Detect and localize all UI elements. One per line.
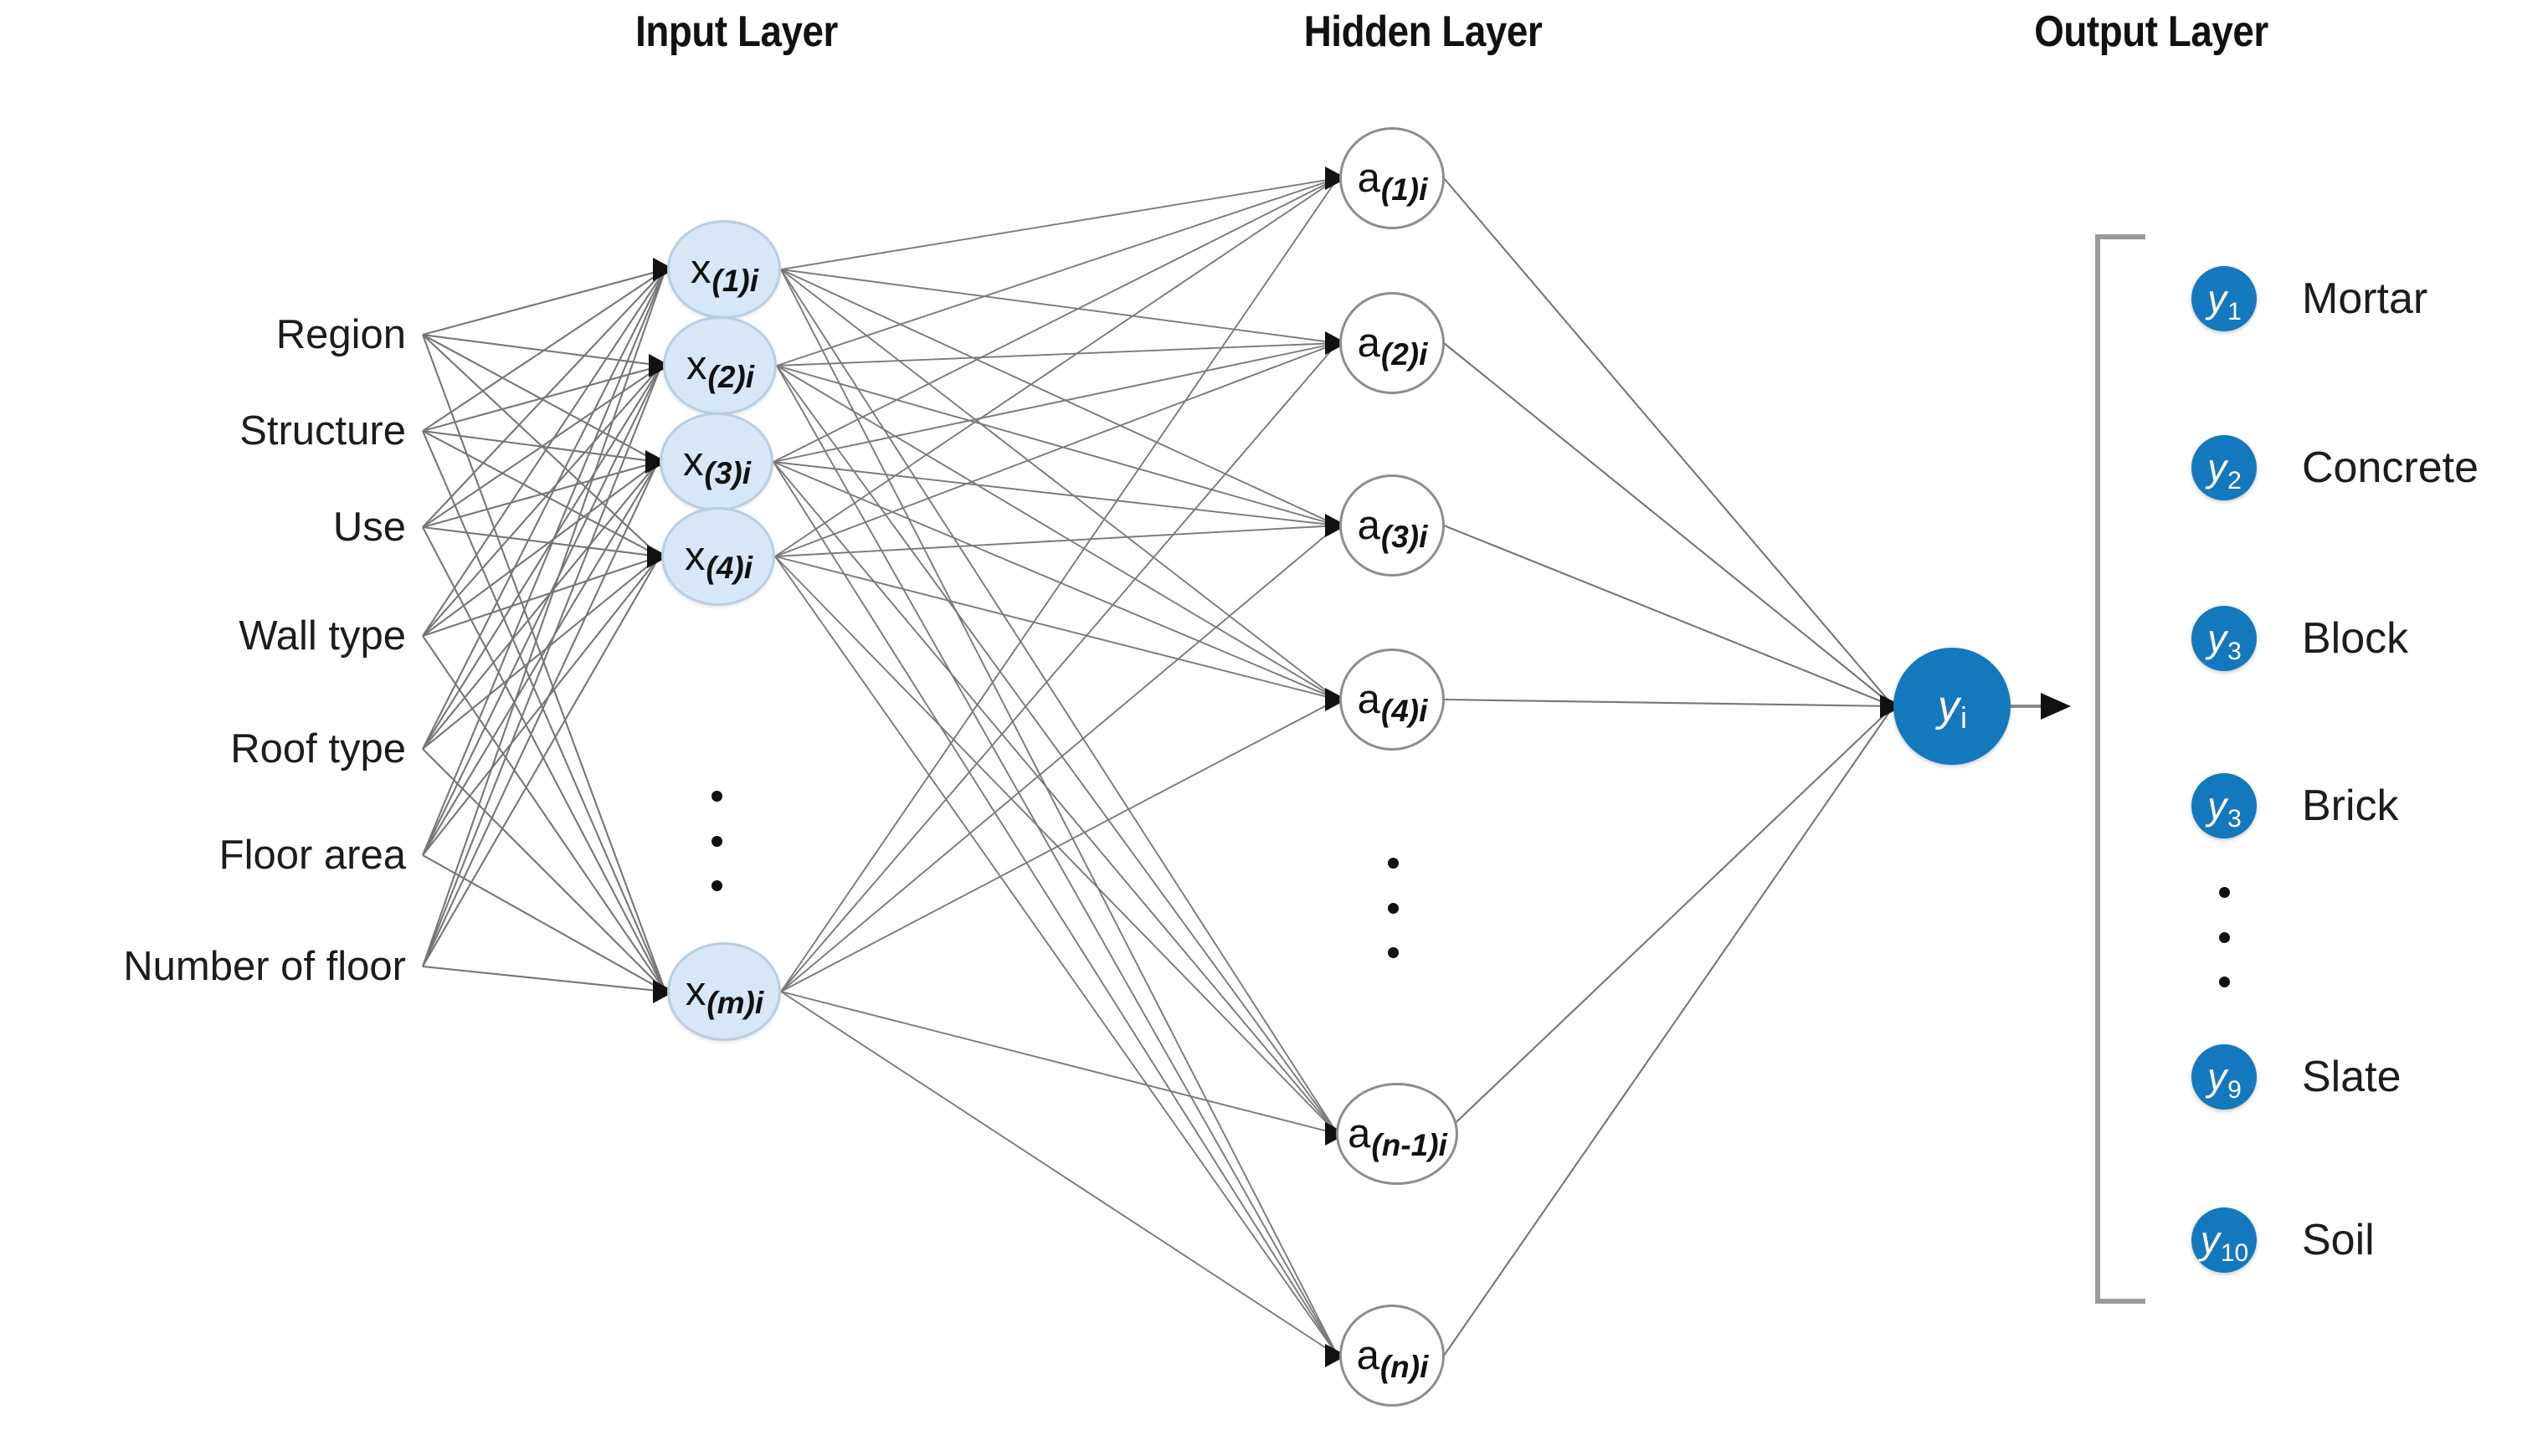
output-class-chip: y3 [2191, 773, 2257, 838]
input-node-x3-label: x(3)i [683, 438, 751, 490]
input-node-xm-label: x(m)i [685, 968, 764, 1020]
output-list-ellipsis [2218, 887, 2230, 987]
input-node-x2[interactable]: x(2)i [663, 316, 777, 415]
output-class-symbol: y1 [2207, 277, 2242, 326]
ellipsis-dot [711, 791, 722, 802]
output-class-mortar[interactable]: y1 Mortar [2191, 266, 2427, 331]
ellipsis-dot [1387, 902, 1399, 914]
hidden-node-a1[interactable]: a(1)i [1339, 127, 1445, 229]
hidden-node-a1-label: a(1)i [1357, 155, 1428, 207]
output-class-label: Block [2302, 614, 2409, 663]
hidden-node-an-1[interactable]: a(n-1)i [1336, 1083, 1458, 1185]
output-class-label: Concrete [2302, 443, 2479, 492]
hidden-node-an[interactable]: a(n)i [1339, 1305, 1445, 1407]
ellipsis-dot [711, 880, 722, 891]
output-class-concrete[interactable]: y2 Concrete [2191, 435, 2479, 500]
hidden-node-a4-label: a(4)i [1357, 676, 1428, 728]
input-node-xm[interactable]: x(m)i [667, 942, 781, 1041]
hidden-node-a3[interactable]: a(3)i [1339, 474, 1445, 577]
output-layer-title: Output Layer [2034, 8, 2268, 56]
ellipsis-dot [2218, 887, 2230, 898]
feature-label-region: Region [275, 312, 406, 357]
ellipsis-dot [711, 835, 722, 847]
feature-label-use: Use [332, 505, 406, 550]
hidden-node-an-label: a(n)i [1356, 1332, 1429, 1384]
output-class-label: Slate [2302, 1053, 2402, 1101]
output-class-chip: y3 [2191, 606, 2257, 671]
ellipsis-dot [2218, 931, 2230, 943]
output-class-slate[interactable]: y9 Slate [2191, 1044, 2402, 1110]
input-node-x4-label: x(4)i [685, 533, 753, 585]
input-node-x1-label: x(1)i [691, 246, 758, 298]
output-class-chip: y2 [2191, 435, 2257, 500]
input-node-x2-label: x(2)i [686, 342, 754, 394]
output-class-block[interactable]: y3 Block [2191, 606, 2408, 671]
input-node-x4[interactable]: x(4)i [661, 507, 775, 606]
output-node-yi[interactable]: yi [1893, 648, 2011, 765]
hidden-layer-title: Hidden Layer [1303, 8, 1543, 56]
output-class-soil[interactable]: y10 Soil [2191, 1207, 2375, 1273]
output-class-label: Soil [2302, 1216, 2375, 1264]
hidden-node-a3-label: a(3)i [1357, 502, 1428, 554]
output-class-label: Brick [2302, 782, 2399, 830]
output-class-chip: y10 [2191, 1207, 2257, 1273]
output-class-label: Mortar [2302, 274, 2428, 323]
ellipsis-dot [2218, 977, 2230, 987]
hidden-layer-ellipsis [1387, 858, 1399, 958]
output-node-yi-label: yi [1938, 682, 1967, 735]
output-class-symbol: y3 [2207, 617, 2242, 665]
output-class-chip: y9 [2191, 1044, 2257, 1110]
output-class-chip: y1 [2191, 266, 2257, 331]
feature-label-number-of-floor: Number of floor [123, 944, 406, 989]
feature-label-wall-type: Wall type [239, 613, 406, 659]
hidden-node-a2-label: a(2)i [1357, 320, 1428, 372]
ellipsis-dot [1387, 858, 1399, 869]
feature-label-roof-type: Roof type [230, 726, 406, 772]
input-node-x3[interactable]: x(3)i [660, 413, 773, 511]
feature-label-floor-area: Floor area [218, 833, 406, 878]
feature-label-structure: Structure [239, 408, 406, 454]
input-layer-title: Input Layer [635, 8, 838, 56]
output-class-symbol: y9 [2207, 1055, 2242, 1104]
hidden-node-a2[interactable]: a(2)i [1339, 292, 1445, 394]
ellipsis-dot [1387, 947, 1399, 958]
output-class-brick[interactable]: y3 Brick [2191, 773, 2399, 838]
output-class-symbol: y3 [2207, 784, 2242, 833]
hidden-node-an-1-label: a(n-1)i [1348, 1110, 1447, 1162]
output-bracket [2095, 234, 2145, 1304]
input-layer-ellipsis [711, 791, 722, 891]
output-class-symbol: y10 [2200, 1218, 2249, 1267]
input-node-x1[interactable]: x(1)i [667, 220, 781, 319]
output-class-symbol: y2 [2207, 446, 2242, 495]
hidden-node-a4[interactable]: a(4)i [1339, 649, 1445, 751]
